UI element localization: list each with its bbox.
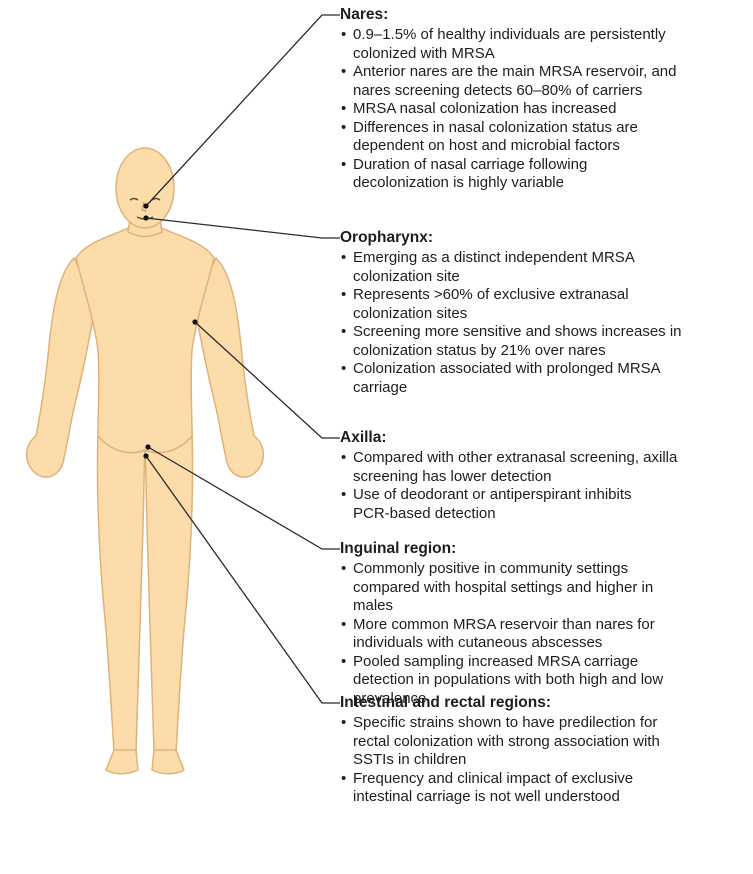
oropharynx-section: Oropharynx: Emerging as a distinct indep… bbox=[340, 228, 750, 397]
intestinal-bullets: Specific strains shown to have predilect… bbox=[340, 714, 750, 807]
axilla-bullets: Compared with other extranasal screening… bbox=[340, 449, 750, 523]
right-leg bbox=[145, 430, 193, 752]
intestinal-marker bbox=[143, 453, 148, 458]
human-figure bbox=[27, 148, 264, 774]
intestinal-bullet: Specific strains shown to have predilect… bbox=[340, 714, 750, 770]
right-foot bbox=[152, 750, 184, 774]
torso bbox=[76, 228, 214, 453]
left-foot bbox=[106, 750, 138, 774]
oropharynx-bullet: Emerging as a distinct independent MRSA … bbox=[340, 249, 750, 286]
nares-bullet: Differences in nasal colonization status… bbox=[340, 119, 750, 156]
nares-bullet: MRSA nasal colonization has increased bbox=[340, 100, 750, 119]
nares-bullet: Duration of nasal carriage following dec… bbox=[340, 156, 750, 193]
oropharynx-bullet: Screening more sensitive and shows incre… bbox=[340, 323, 750, 360]
oropharynx-title: Oropharynx: bbox=[340, 228, 750, 248]
nares-bullets: 0.9–1.5% of healthy individuals are pers… bbox=[340, 26, 750, 193]
oropharynx-bullet: Represents >60% of exclusive extranasal … bbox=[340, 286, 750, 323]
axilla-bullet: Compared with other extranasal screening… bbox=[340, 449, 750, 486]
inguinal-bullet: More common MRSA reservoir than nares fo… bbox=[340, 616, 750, 653]
inguinal-title: Inguinal region: bbox=[340, 539, 750, 559]
inguinal-marker bbox=[145, 444, 150, 449]
intestinal-section: Intestinal and rectal regions: Specific … bbox=[340, 693, 750, 807]
nares-bullet: Anterior nares are the main MRSA reservo… bbox=[340, 63, 750, 100]
intestinal-bullet: Frequency and clinical impact of exclusi… bbox=[340, 770, 750, 807]
inguinal-bullets: Commonly positive in community settings … bbox=[340, 560, 750, 708]
nares-leader-line bbox=[146, 15, 340, 206]
axilla-bullet: Use of deodorant or antiperspirant inhib… bbox=[340, 486, 750, 523]
nares-section: Nares: 0.9–1.5% of healthy individuals a… bbox=[340, 5, 750, 193]
inguinal-section: Inguinal region: Commonly positive in co… bbox=[340, 539, 750, 708]
axilla-section: Axilla: Compared with other extranasal s… bbox=[340, 428, 750, 523]
axilla-marker bbox=[192, 319, 197, 324]
oropharynx-bullets: Emerging as a distinct independent MRSA … bbox=[340, 249, 750, 397]
inguinal-bullet: Commonly positive in community settings … bbox=[340, 560, 750, 616]
left-leg bbox=[97, 430, 145, 752]
nares-marker bbox=[143, 203, 148, 208]
intestinal-title: Intestinal and rectal regions: bbox=[340, 693, 750, 713]
nares-title: Nares: bbox=[340, 5, 750, 25]
axilla-title: Axilla: bbox=[340, 428, 750, 448]
oropharynx-bullet: Colonization associated with prolonged M… bbox=[340, 360, 750, 397]
nares-bullet: 0.9–1.5% of healthy individuals are pers… bbox=[340, 26, 750, 63]
oropharynx-marker bbox=[143, 215, 148, 220]
